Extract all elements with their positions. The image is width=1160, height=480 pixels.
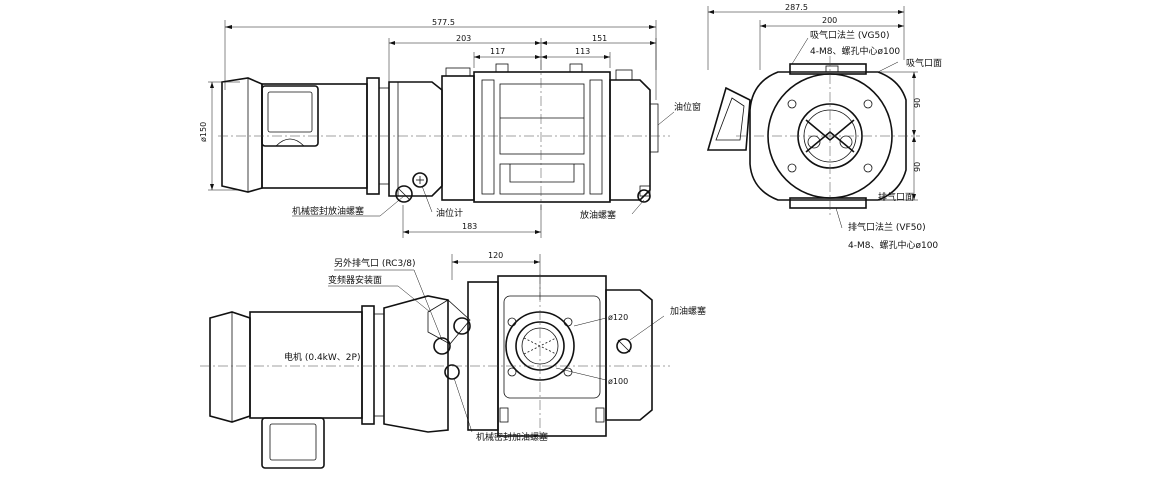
top-motor-endcap	[209, 311, 251, 423]
oil-gauge-icon	[412, 172, 428, 188]
front-view: 577.5 203 151 117 113	[199, 18, 701, 238]
dim-90-top: 90	[913, 98, 922, 108]
dim-150: ø150	[199, 122, 208, 142]
oil-window	[649, 103, 659, 153]
top-motor-flange	[361, 305, 375, 425]
label-extra-exhaust: 另外排气口 (RC3/8)	[334, 257, 415, 269]
top-motor-body	[249, 311, 363, 419]
label-inverter-face: 变频器安装面	[328, 274, 382, 286]
label-seal-drain: 机械密封放油螺塞	[292, 205, 364, 217]
label-motor: 电机 (0.4kW、2P)	[284, 351, 360, 363]
oil-fill-plug	[616, 338, 632, 354]
terminal-box	[261, 85, 319, 147]
label-intake-flange: 吸气口法兰 (VG50)	[810, 29, 889, 41]
extra-exhaust-port	[433, 337, 451, 355]
dim-203: 203	[456, 34, 471, 43]
label-drain-plug: 放油螺塞	[580, 209, 616, 221]
label-oil-gauge: 油位计	[436, 207, 463, 219]
dim-113: 113	[575, 47, 590, 56]
dim-phi120: ø120	[608, 313, 628, 322]
pump-left-block	[441, 75, 475, 201]
dim-row-3: 117 113	[473, 47, 611, 68]
label-exhaust-face: 排气口面	[878, 191, 914, 203]
top-pump-left	[467, 281, 499, 431]
side-view: 287.5 200 90	[706, 3, 942, 251]
dim-120: 120	[488, 251, 503, 260]
top-view: 120 电机 (0.4kW、2P)	[200, 251, 706, 469]
dim-117: 117	[490, 47, 505, 56]
dim-phi100: ø100	[608, 377, 628, 386]
pump-right-cover	[609, 79, 651, 201]
dim-lower-length: 183	[402, 205, 542, 238]
drain-plug	[637, 189, 651, 203]
dim-151: 151	[592, 34, 607, 43]
motor-endcap	[221, 77, 263, 193]
label-oil-fill: 加油螺塞	[670, 305, 706, 317]
seal-drain-plug	[395, 185, 413, 203]
top-terminal-box	[261, 417, 325, 469]
dim-90-bottom: 90	[913, 162, 922, 172]
top-right-cover	[605, 289, 653, 421]
seal-fill-plug	[444, 364, 460, 380]
label-exhaust-bolts: 4-M8、螺孔中心ø100	[848, 239, 938, 251]
label-exhaust-flange: 排气口法兰 (VF50)	[848, 221, 926, 233]
inverter-bracket	[706, 86, 751, 151]
label-intake-face: 吸气口面	[906, 57, 942, 69]
dim-row-2: 203 151	[388, 34, 657, 84]
inverter-mount-face	[427, 299, 471, 345]
dim-577-5: 577.5	[432, 18, 455, 27]
dim-height: ø150	[199, 81, 240, 191]
dim-overall-length: 577.5	[224, 18, 657, 100]
label-seal-fill: 机械密封加油螺塞	[476, 431, 548, 443]
top-pump-casing	[497, 275, 607, 437]
dim-287-5: 287.5	[785, 3, 808, 12]
adapter-housing	[388, 81, 443, 197]
top-adapter	[383, 295, 449, 433]
dim-183: 183	[462, 222, 477, 231]
dim-200: 200	[822, 16, 837, 25]
label-intake-bolts: 4-M8、螺孔中心ø100	[810, 45, 900, 57]
label-oil-window: 油位窗	[674, 101, 701, 113]
